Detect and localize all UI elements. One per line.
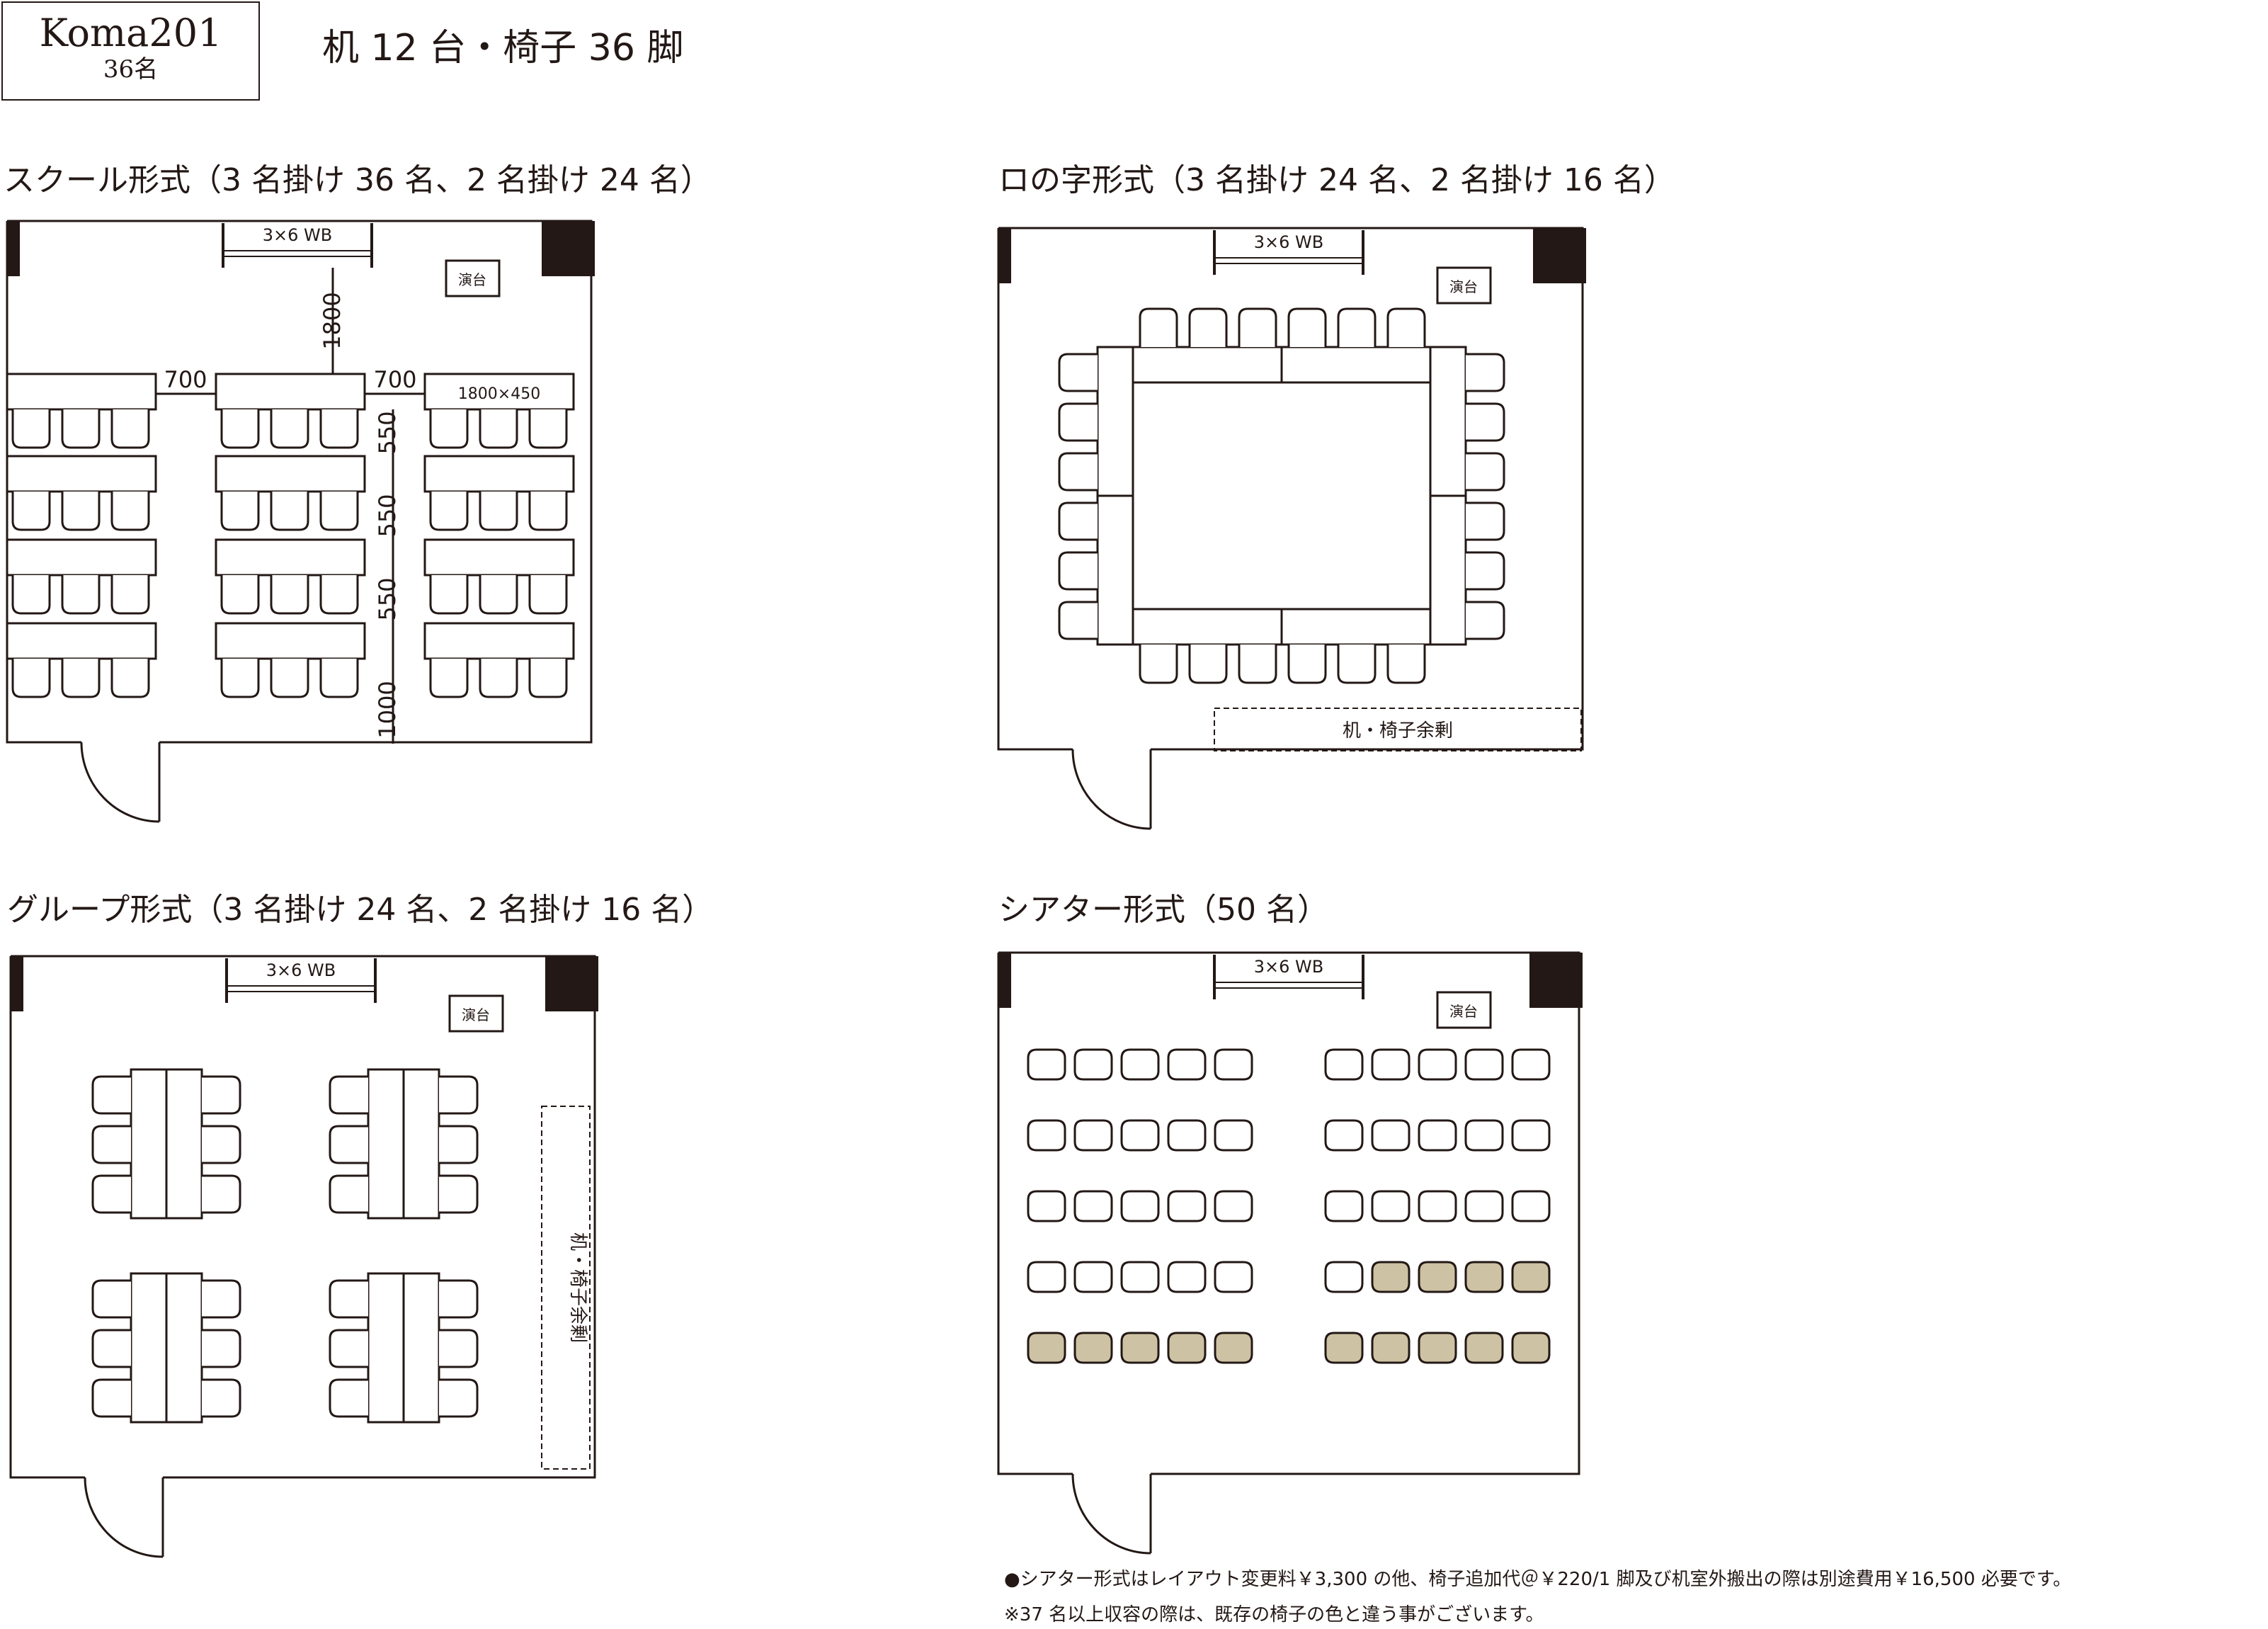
dim-1800: 1800	[319, 292, 346, 349]
pillar-right	[542, 221, 595, 276]
whiteboard-label: 3×6 WB	[1254, 957, 1323, 977]
surplus-area: 机・椅子余剰	[1214, 708, 1582, 751]
door	[1071, 749, 1152, 830]
school-title: スクール形式（3 名掛け 36 名、2 名掛け 24 名）	[4, 162, 712, 198]
whiteboard: 3×6 WB	[222, 223, 373, 268]
group-title: グループ形式（3 名掛け 24 名、2 名掛け 16 名）	[7, 892, 714, 928]
pillar-right	[1533, 228, 1586, 283]
pillar-left	[7, 221, 20, 276]
whiteboard-label: 3×6 WB	[1254, 232, 1323, 252]
furniture-summary: 机 12 台・椅子 36 脚	[322, 27, 684, 69]
dim-550-1: 550	[374, 411, 401, 454]
podium-label: 演台	[1449, 1003, 1478, 1020]
dim-550-2: 550	[374, 494, 401, 537]
desk-layout	[6, 373, 575, 698]
group-floor-plan: 3×6 WB 演台	[9, 955, 598, 1558]
podium: 演台	[445, 259, 501, 297]
dimension-labels: 700 700 1800×450 1800 550 550 550 1000	[164, 292, 540, 738]
pillar-left	[11, 956, 23, 1011]
theater-floor-plan: 3×6 WB 演台	[997, 951, 1583, 1555]
surplus-area: 机・椅子余剰	[541, 1106, 591, 1470]
room-outline	[9, 955, 596, 1479]
room-capacity: 36名	[103, 55, 159, 84]
desk-size-label: 1800×450	[458, 385, 540, 403]
seating-layout	[1027, 1048, 1551, 1364]
note-theater-fee: ●シアター形式はレイアウト変更料￥3,300 の他、椅子追加代＠￥220/1 脚…	[1004, 1569, 2072, 1590]
podium-label: 演台	[1449, 278, 1478, 295]
u-shape-floor-plan: 3×6 WB 演台	[997, 227, 1586, 830]
surplus-label: 机・椅子余剰	[1343, 720, 1453, 742]
podium: 演台	[1436, 991, 1492, 1029]
podium: 演台	[1436, 266, 1492, 305]
door	[80, 742, 161, 823]
note-chair-color: ※37 名以上収容の際は、既存の椅子の色と違う事がございます。	[1004, 1604, 1544, 1625]
dim-550-3: 550	[374, 577, 401, 620]
door	[84, 1477, 164, 1558]
u-shape-title: ロの字形式（3 名掛け 24 名、2 名掛け 16 名）	[998, 162, 1675, 198]
room-name: Koma201	[39, 11, 222, 55]
podium: 演台	[448, 994, 504, 1033]
whiteboard-label: 3×6 WB	[266, 960, 336, 980]
school-floor-plan: 3×6 WB 演台	[6, 220, 595, 823]
dimension-lines	[156, 268, 425, 744]
dim-1000: 1000	[374, 681, 401, 738]
room-outline	[997, 951, 1580, 1475]
whiteboard: 3×6 WB	[1213, 955, 1364, 999]
pillar-right	[1529, 953, 1583, 1008]
pillar-right	[545, 956, 598, 1011]
pillar-left	[998, 953, 1011, 1008]
theater-title: シアター形式（50 名）	[998, 892, 1328, 928]
room-outline	[997, 227, 1584, 751]
podium-label: 演台	[462, 1006, 490, 1023]
room-label-box: Koma201 36名	[1, 1, 260, 101]
whiteboard-label: 3×6 WB	[263, 225, 332, 245]
pillar-left	[998, 228, 1011, 283]
dim-700-left: 700	[164, 366, 207, 393]
door	[1071, 1473, 1152, 1555]
whiteboard: 3×6 WB	[225, 958, 377, 1003]
whiteboard: 3×6 WB	[1213, 230, 1364, 275]
dim-700-right: 700	[373, 366, 416, 393]
surplus-label: 机・椅子余剰	[567, 1232, 588, 1343]
podium-label: 演台	[458, 271, 486, 288]
desk-layout	[1058, 307, 1505, 684]
desk-layout	[91, 1068, 479, 1424]
